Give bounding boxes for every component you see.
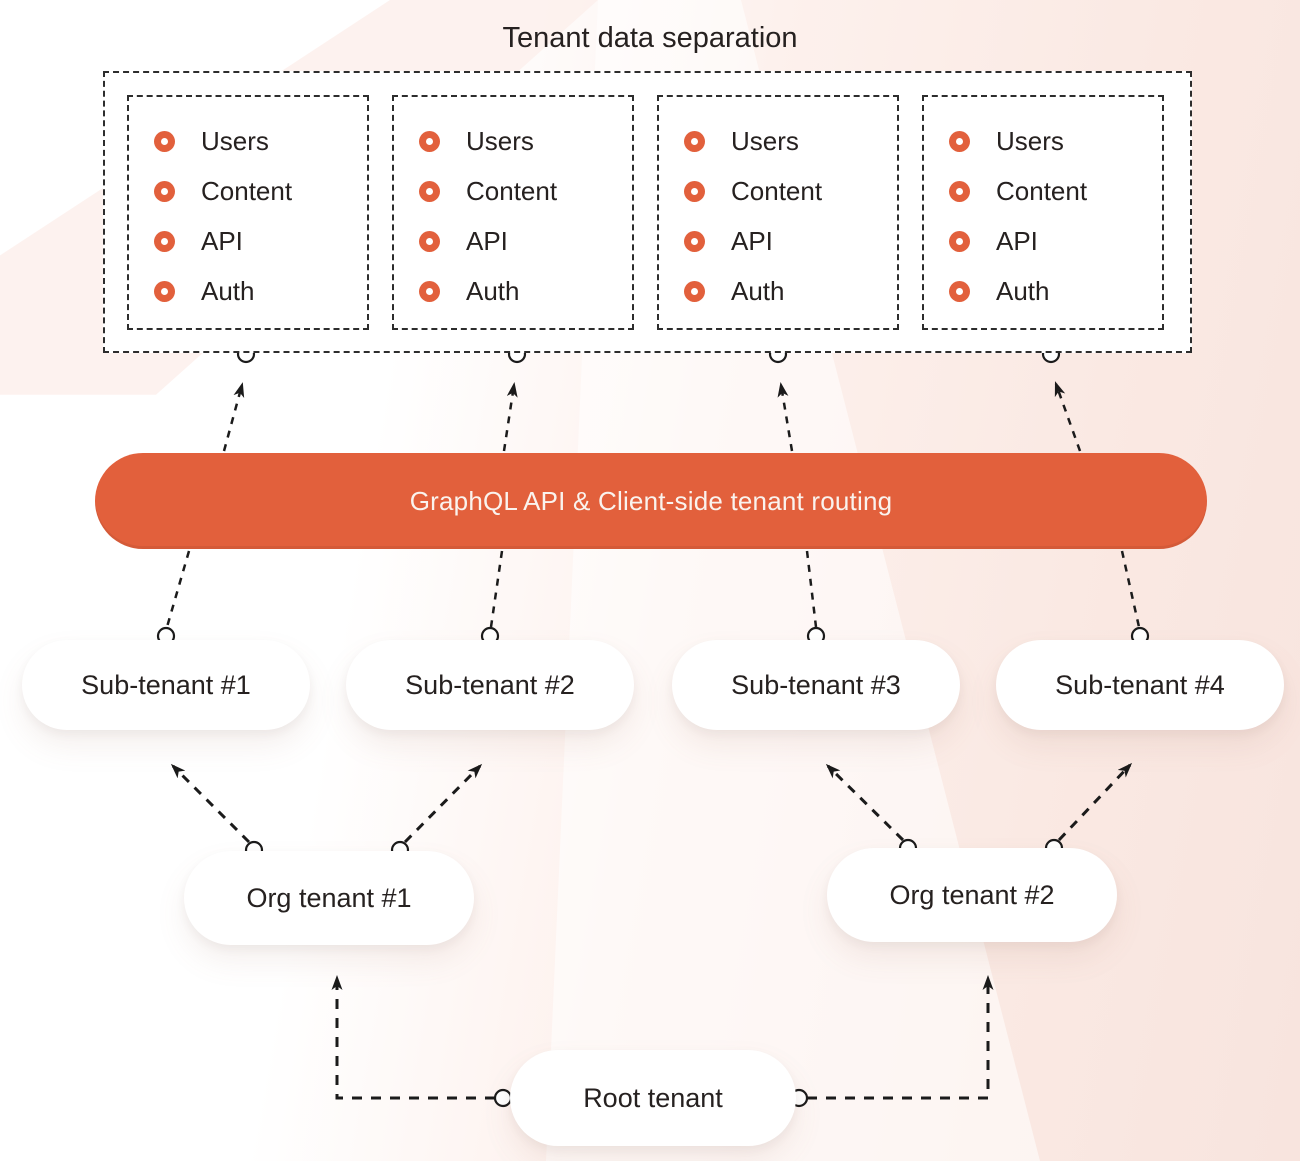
- list-item: Users: [684, 116, 897, 166]
- list-item: API: [154, 216, 367, 266]
- item-label: Auth: [201, 275, 255, 306]
- bullet-icon: [419, 180, 440, 202]
- node-sub-tenant-3: Sub-tenant #3: [672, 640, 960, 730]
- bullet-icon: [684, 280, 705, 302]
- item-label: Auth: [466, 275, 520, 306]
- item-label: Content: [201, 175, 293, 206]
- bullet-icon: [949, 280, 970, 302]
- item-label: Auth: [996, 275, 1050, 306]
- list-item: Content: [684, 166, 897, 216]
- list-item: Users: [419, 116, 632, 166]
- list-item: API: [419, 216, 632, 266]
- node-root-tenant: Root tenant: [510, 1050, 796, 1146]
- list-item: Auth: [684, 266, 897, 316]
- bullet-icon: [154, 130, 175, 152]
- item-label: API: [996, 225, 1038, 256]
- bullet-icon: [684, 130, 705, 152]
- item-label: API: [201, 225, 243, 256]
- bullet-icon: [419, 130, 440, 152]
- node-label: Root tenant: [583, 1082, 723, 1113]
- item-label: API: [466, 225, 508, 256]
- bullet-icon: [154, 230, 175, 252]
- item-label: Content: [466, 175, 558, 206]
- node-label: Org tenant #1: [246, 882, 412, 913]
- item-label: Users: [996, 125, 1064, 156]
- item-label: Auth: [731, 275, 785, 306]
- graphql-routing-bar: GraphQL API & Client-side tenant routing: [95, 453, 1207, 549]
- bullet-icon: [154, 180, 175, 202]
- item-label: Users: [466, 125, 534, 156]
- node-label: Sub-tenant #3: [731, 669, 901, 700]
- list-item: Auth: [419, 266, 632, 316]
- node-label: Sub-tenant #2: [405, 669, 575, 700]
- bullet-icon: [684, 180, 705, 202]
- bullet-icon: [684, 230, 705, 252]
- list-item: Users: [154, 116, 367, 166]
- diagram-title: Tenant data separation: [502, 22, 798, 54]
- bullet-icon: [419, 280, 440, 302]
- bullet-icon: [949, 130, 970, 152]
- bullet-icon: [949, 180, 970, 202]
- list-item: Content: [949, 166, 1162, 216]
- node-label: Org tenant #2: [889, 879, 1055, 910]
- list-item: API: [684, 216, 897, 266]
- list-item: Users: [949, 116, 1162, 166]
- item-label: Users: [731, 125, 799, 156]
- list-item: Content: [419, 166, 632, 216]
- list-item: API: [949, 216, 1162, 266]
- item-label: Content: [996, 175, 1088, 206]
- node-label: Sub-tenant #1: [81, 669, 251, 700]
- item-label: Users: [201, 125, 269, 156]
- tenant-data-box-4: Users Content API Auth: [922, 95, 1164, 330]
- tenant-data-box-1: Users Content API Auth: [127, 95, 369, 330]
- list-item: Auth: [949, 266, 1162, 316]
- list-item: Content: [154, 166, 367, 216]
- bullet-icon: [154, 280, 175, 302]
- node-sub-tenant-1: Sub-tenant #1: [22, 640, 310, 730]
- node-sub-tenant-2: Sub-tenant #2: [346, 640, 634, 730]
- node-org-tenant-1: Org tenant #1: [184, 851, 474, 945]
- bullet-icon: [419, 230, 440, 252]
- node-org-tenant-2: Org tenant #2: [827, 848, 1117, 942]
- routing-bar-label: GraphQL API & Client-side tenant routing: [409, 485, 893, 516]
- tenant-data-box-2: Users Content API Auth: [392, 95, 634, 330]
- node-label: Sub-tenant #4: [1055, 669, 1225, 700]
- bullet-icon: [949, 230, 970, 252]
- tenant-data-box-3: Users Content API Auth: [657, 95, 899, 330]
- item-label: API: [731, 225, 773, 256]
- node-sub-tenant-4: Sub-tenant #4: [996, 640, 1284, 730]
- item-label: Content: [731, 175, 823, 206]
- list-item: Auth: [154, 266, 367, 316]
